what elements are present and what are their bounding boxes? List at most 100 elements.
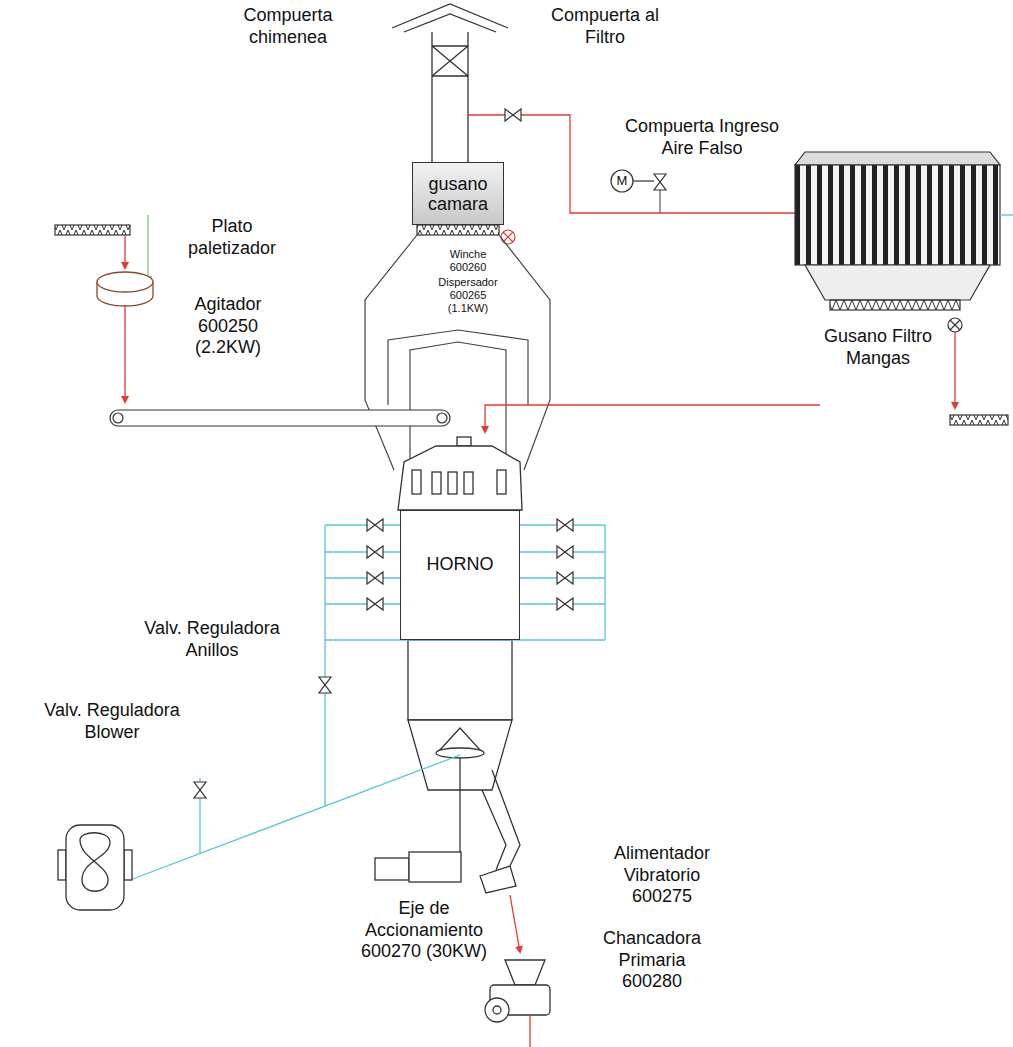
equipment-label: Eje de Accionamiento 600270 (30KW) bbox=[359, 898, 489, 963]
crusher bbox=[493, 1006, 501, 1014]
gas-duct bbox=[468, 115, 795, 213]
chimney bbox=[432, 46, 468, 76]
pellet-line bbox=[124, 306, 125, 402]
blower bbox=[58, 850, 66, 880]
equipment-label: Alimentador Vibratorio 600275 bbox=[606, 843, 718, 908]
kiln-hood bbox=[499, 235, 550, 470]
blower bbox=[58, 825, 132, 910]
kiln bbox=[375, 858, 409, 880]
belt-conveyor bbox=[110, 410, 450, 426]
ring-valve bbox=[367, 572, 383, 584]
chamber-screw-box: gusano camara bbox=[412, 162, 504, 225]
ring-valve bbox=[557, 572, 573, 584]
feed-screw bbox=[55, 225, 130, 235]
belt-conveyor bbox=[113, 413, 123, 423]
chimney bbox=[392, 4, 508, 32]
equipment-label: Compuerta al Filtro bbox=[539, 5, 671, 48]
crusher bbox=[485, 998, 509, 1022]
ring-valve bbox=[367, 519, 383, 531]
valve-actuator bbox=[611, 170, 654, 192]
equipment-label: Compuerta chimenea bbox=[232, 5, 344, 48]
bag-filter bbox=[805, 265, 990, 300]
air-ring-pipes bbox=[325, 525, 605, 806]
kiln-hood bbox=[410, 342, 506, 460]
kiln-hood bbox=[388, 330, 528, 405]
equipment-label: Dispersador 600265 (1.1KW) bbox=[432, 276, 504, 316]
filter-gate-valve bbox=[505, 109, 521, 121]
bag-filter bbox=[950, 415, 1008, 425]
bag-filter bbox=[795, 152, 1000, 165]
equipment-label: Winche 600260 bbox=[437, 248, 499, 274]
kiln bbox=[464, 472, 473, 494]
gas-duct bbox=[659, 190, 660, 213]
node-text: HORNO bbox=[427, 555, 494, 575]
kiln-hood bbox=[365, 235, 417, 470]
water-line bbox=[147, 215, 148, 282]
kiln bbox=[457, 437, 471, 446]
ring-valve bbox=[557, 598, 573, 610]
belt-conveyor bbox=[110, 410, 450, 426]
blower bbox=[124, 850, 132, 880]
kiln-hood bbox=[365, 235, 550, 470]
kiln bbox=[480, 866, 516, 893]
crusher bbox=[505, 960, 545, 985]
kiln bbox=[436, 748, 484, 758]
crusher-feed bbox=[510, 895, 520, 952]
ring-valve bbox=[557, 519, 573, 531]
blower-regulating-valve bbox=[194, 782, 206, 798]
bag-filter bbox=[795, 165, 1000, 265]
kiln bbox=[409, 852, 461, 882]
ring-valve bbox=[367, 598, 383, 610]
kiln bbox=[497, 470, 506, 494]
kiln-feed-line bbox=[485, 405, 820, 432]
chamber-screw bbox=[503, 232, 513, 242]
equipment-label: Agitador 600250 (2.2KW) bbox=[180, 294, 276, 359]
chamber-screw bbox=[417, 225, 499, 235]
bag-filter bbox=[948, 318, 962, 332]
kiln bbox=[432, 472, 441, 494]
blower bbox=[66, 825, 124, 910]
equipment-label: Valv. Reguladora Anillos bbox=[136, 618, 288, 661]
equipment-label: Chancadora Primaria 600280 bbox=[596, 928, 708, 993]
equipment-label: Valv. Reguladora Blower bbox=[31, 700, 193, 743]
crusher bbox=[485, 960, 550, 1022]
kiln bbox=[459, 758, 460, 855]
chamber-screw bbox=[501, 230, 515, 244]
kiln bbox=[482, 770, 520, 870]
false-air-valve bbox=[654, 174, 666, 190]
kiln-body: HORNO bbox=[400, 510, 520, 640]
agitator bbox=[97, 272, 153, 306]
kiln bbox=[448, 472, 457, 494]
valve-actuator bbox=[633, 180, 654, 181]
blower bbox=[80, 833, 110, 892]
equipment-label: Compuerta Ingreso Aire Falso bbox=[616, 116, 788, 159]
valve-actuator bbox=[611, 170, 633, 192]
air-ring-pipes bbox=[130, 755, 460, 880]
kiln bbox=[398, 446, 522, 510]
belt-conveyor bbox=[437, 413, 447, 423]
ring-valve bbox=[557, 546, 573, 558]
kiln bbox=[375, 437, 522, 893]
air-ring-pipes bbox=[130, 525, 605, 880]
bag-filter bbox=[950, 320, 960, 330]
agitator bbox=[97, 272, 153, 292]
equipment-label: Plato paletizador bbox=[176, 216, 288, 259]
crusher-outlet bbox=[529, 1015, 530, 1047]
air-ring-pipes bbox=[520, 525, 605, 604]
ring-valve bbox=[367, 546, 383, 558]
chimney bbox=[392, 4, 508, 162]
bag-filter bbox=[830, 300, 960, 310]
chamber-screw bbox=[417, 225, 515, 244]
equipment-label: Gusano Filtro Mangas bbox=[815, 326, 941, 369]
filter-outlet bbox=[1000, 214, 1013, 215]
kiln bbox=[412, 470, 421, 494]
kiln bbox=[408, 640, 512, 720]
bag-filter bbox=[795, 152, 1008, 425]
chimney bbox=[432, 32, 468, 162]
node-text: gusano camara bbox=[413, 175, 503, 215]
feed-line bbox=[124, 235, 125, 268]
ring-regulating-valve bbox=[319, 677, 331, 693]
feed-screw bbox=[55, 225, 130, 235]
air-ring-pipes bbox=[325, 525, 400, 604]
